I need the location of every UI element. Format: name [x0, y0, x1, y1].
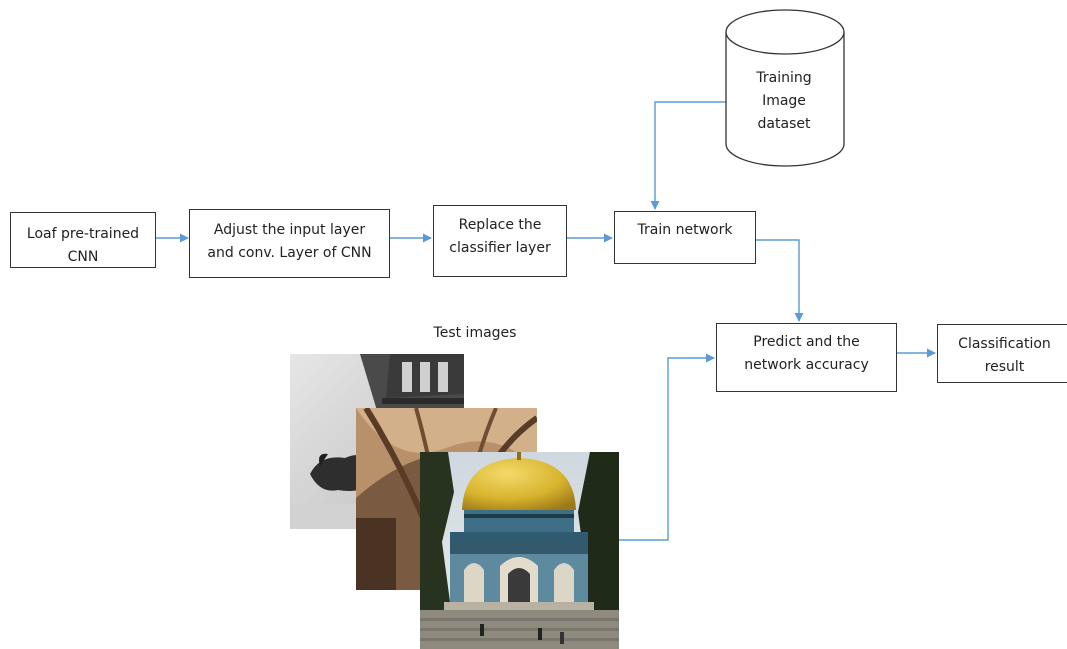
load-pretrained-cnn-box: Loaf pre-trained CNN [10, 212, 156, 268]
replace-classifier-box: Replace the classifier layer [433, 205, 567, 277]
adjust-layers-box: Adjust the input layer and conv. Layer o… [189, 209, 390, 278]
test-images-label: Test images [433, 325, 517, 341]
predict-accuracy-box: Predict and the network accuracy [716, 323, 897, 392]
arrow-test-images-to-predict [619, 353, 715, 541]
database-cylinder-icon [725, 9, 845, 167]
arrow-dataset-to-train [650, 101, 726, 210]
classification-result-box: Classification result [937, 324, 1067, 383]
test-image-dome-of-the-rock [420, 452, 619, 649]
training-dataset-label: Training Image dataset [756, 70, 812, 132]
train-network-box: Train network [614, 211, 756, 264]
arrow-train-to-predict [756, 239, 804, 322]
